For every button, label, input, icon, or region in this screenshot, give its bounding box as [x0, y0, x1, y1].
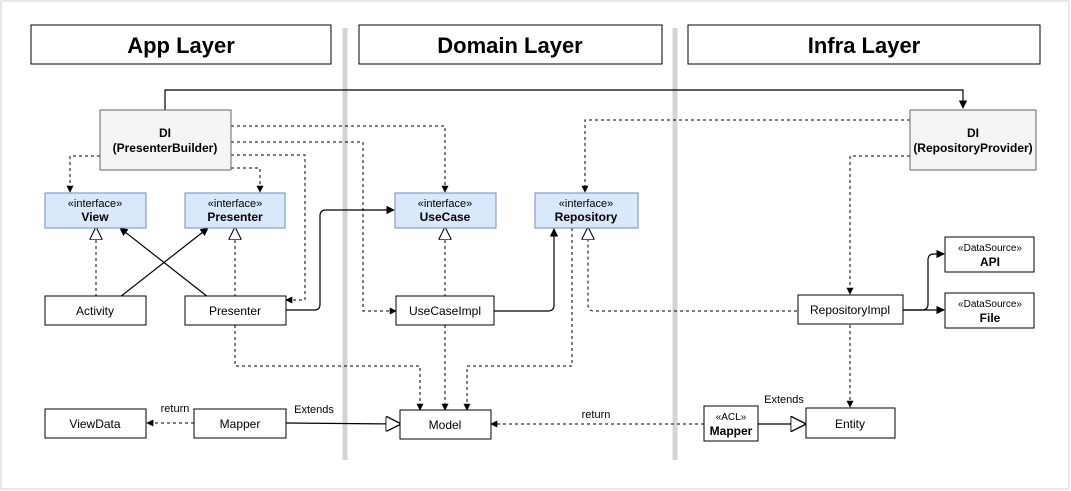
- presenter-if-name: Presenter: [207, 210, 263, 224]
- di-infra-line1: DI: [967, 126, 979, 140]
- edge-di-presenter-if: [231, 167, 264, 193]
- di-presenterbuilder-box: DI (PresenterBuilder): [99, 109, 232, 171]
- di-app-line2: (PresenterBuilder): [113, 141, 218, 155]
- file-datasource-box: «DataSource» File: [944, 292, 1035, 329]
- file-name: File: [980, 311, 1001, 325]
- infra-layer-header: Infra Layer: [687, 24, 1041, 65]
- api-datasource-box: «DataSource» API: [944, 236, 1035, 273]
- label-extends-left: Extends: [294, 404, 334, 416]
- edge-di-presenter: [231, 154, 306, 304]
- label-extends-right: Extends: [764, 394, 804, 406]
- repository-interface-box: «interface» Repository: [534, 192, 639, 229]
- edge-di-usecaseimpl: [231, 141, 397, 315]
- usecase-if-name: UseCase: [420, 210, 471, 224]
- presenter-if-stereotype: «interface»: [208, 198, 262, 210]
- edge-repository-model: [463, 228, 573, 411]
- edge-usecaseimpl-repository: [494, 228, 559, 312]
- presenter-box: Presenter: [184, 295, 287, 326]
- model-box: Model: [399, 409, 492, 440]
- usecase-interface-box: «interface» UseCase: [394, 192, 497, 229]
- edge-diinfra-repository-if: [581, 119, 910, 193]
- file-stereotype: «DataSource»: [958, 299, 1022, 310]
- edge-presenter-usecase: [286, 205, 395, 311]
- acl-mapper-box: «ACL» Mapper: [703, 405, 759, 442]
- mapper-box: Mapper: [193, 408, 287, 439]
- edge-diinfra-repositoryimpl: [846, 155, 910, 295]
- di-repositoryprovider-box: DI (RepositoryProvider): [909, 109, 1037, 171]
- di-app-line1: DI: [159, 126, 171, 140]
- domain-layer-title: Domain Layer: [437, 33, 583, 58]
- viewdata-box: ViewData: [44, 408, 147, 439]
- app-layer-header: App Layer: [30, 24, 332, 65]
- repository-if-name: Repository: [555, 210, 618, 224]
- domain-layer-header: Domain Layer: [358, 24, 663, 65]
- di-infra-line2: (RepositoryProvider): [913, 141, 1032, 155]
- activity-box: Activity: [44, 295, 147, 326]
- edge-di-usecase-if: [231, 125, 449, 193]
- model-name: Model: [429, 418, 462, 432]
- edge-repoimpl-api: [903, 249, 945, 311]
- usecaseimpl-box: UseCaseImpl: [395, 295, 495, 326]
- presenter-name: Presenter: [209, 304, 261, 318]
- presenter-interface-box: «interface» Presenter: [184, 192, 286, 229]
- edge-presenter-model: [234, 325, 424, 411]
- edge-presenter-view: [119, 227, 209, 298]
- acl-mapper-name: Mapper: [710, 424, 753, 438]
- repositoryimpl-box: RepositoryImpl: [797, 294, 904, 325]
- view-stereotype: «interface»: [68, 198, 122, 210]
- api-stereotype: «DataSource»: [958, 243, 1022, 254]
- edge-repositoryimpl-repository: [588, 228, 797, 312]
- edge-di-view: [66, 155, 100, 193]
- api-name: API: [980, 255, 1000, 269]
- repositoryimpl-name: RepositoryImpl: [810, 303, 890, 317]
- label-return-right: return: [582, 409, 611, 421]
- app-layer-title: App Layer: [127, 33, 235, 58]
- entity-name: Entity: [835, 417, 865, 431]
- activity-name: Activity: [76, 304, 114, 318]
- mapper-name: Mapper: [220, 417, 261, 431]
- view-name: View: [81, 210, 109, 224]
- usecase-if-stereotype: «interface»: [418, 198, 472, 210]
- entity-box: Entity: [805, 407, 896, 439]
- view-interface-box: «interface» View: [44, 192, 147, 229]
- label-return-left: return: [161, 403, 190, 415]
- edge-mapper-model: [285, 423, 400, 424]
- edge-di-to-di: [164, 89, 968, 110]
- viewdata-name: ViewData: [69, 417, 120, 431]
- repository-if-stereotype: «interface»: [559, 198, 613, 210]
- acl-mapper-stereotype: «ACL»: [716, 412, 747, 423]
- infra-layer-title: Infra Layer: [808, 33, 921, 58]
- usecaseimpl-name: UseCaseImpl: [409, 304, 481, 318]
